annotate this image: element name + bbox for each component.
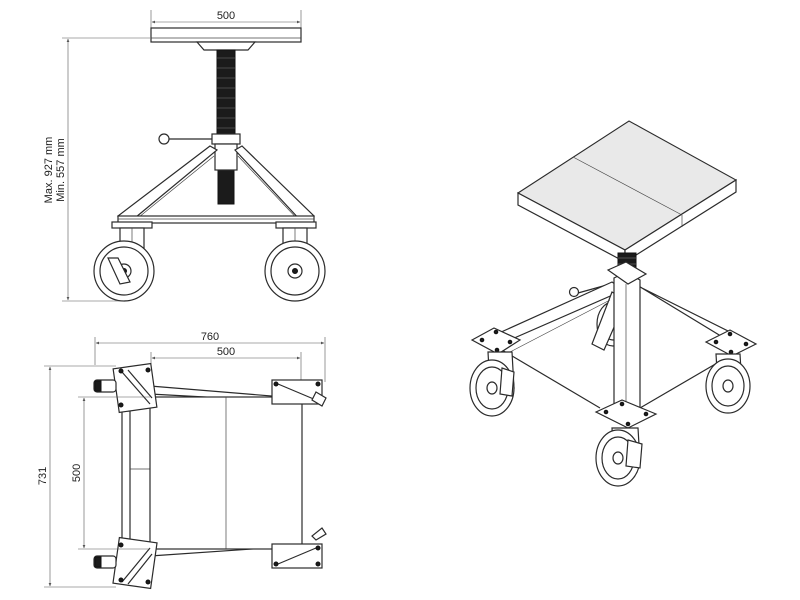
iso-plate-left [470, 327, 522, 355]
plan-corner-top-left [93, 362, 158, 414]
iso-plate-front [594, 399, 658, 429]
front-mounting-plate [195, 41, 257, 51]
plan-corner-bottom-left [93, 536, 158, 590]
iso-center-column [606, 261, 648, 419]
plan-overall-width-label: 760 [201, 331, 219, 343]
front-left-caster [93, 221, 155, 302]
front-width-dimension: 500 [150, 10, 302, 28]
iso-plate-right [704, 329, 758, 357]
plan-top-width-dimension: 500 [150, 346, 302, 398]
plan-corner-bottom-right [271, 527, 327, 569]
plan-top-depth-label: 500 [71, 464, 83, 482]
front-table-top [150, 27, 302, 43]
plan-top-depth-dimension: 500 [71, 396, 150, 550]
front-view: 500 [43, 10, 326, 302]
plan-view: 760 500 [37, 331, 327, 590]
front-crank-handle [158, 133, 241, 145]
front-width-label: 500 [217, 10, 235, 22]
front-right-caster [264, 221, 326, 302]
plan-corner-top-right [271, 379, 327, 407]
plan-overall-depth-label: 731 [37, 467, 49, 485]
iso-front-caster [595, 427, 643, 487]
iso-right-caster [705, 353, 751, 414]
plan-overall-depth-dimension: 731 [37, 365, 116, 588]
iso-left-caster [469, 351, 515, 417]
iso-table-top [516, 120, 738, 264]
front-height-dimension: Max. 927 mm Min. 557 mm [43, 37, 150, 302]
front-spindle-screw [216, 49, 236, 137]
plan-top-width-label: 500 [217, 346, 235, 358]
front-height-max-label: Max. 927 mm [43, 137, 55, 204]
plan-overall-width-dimension: 760 [94, 331, 326, 382]
isometric-view [469, 120, 758, 487]
front-center-column [214, 143, 238, 171]
front-height-min-label: Min. 557 mm [55, 138, 67, 202]
